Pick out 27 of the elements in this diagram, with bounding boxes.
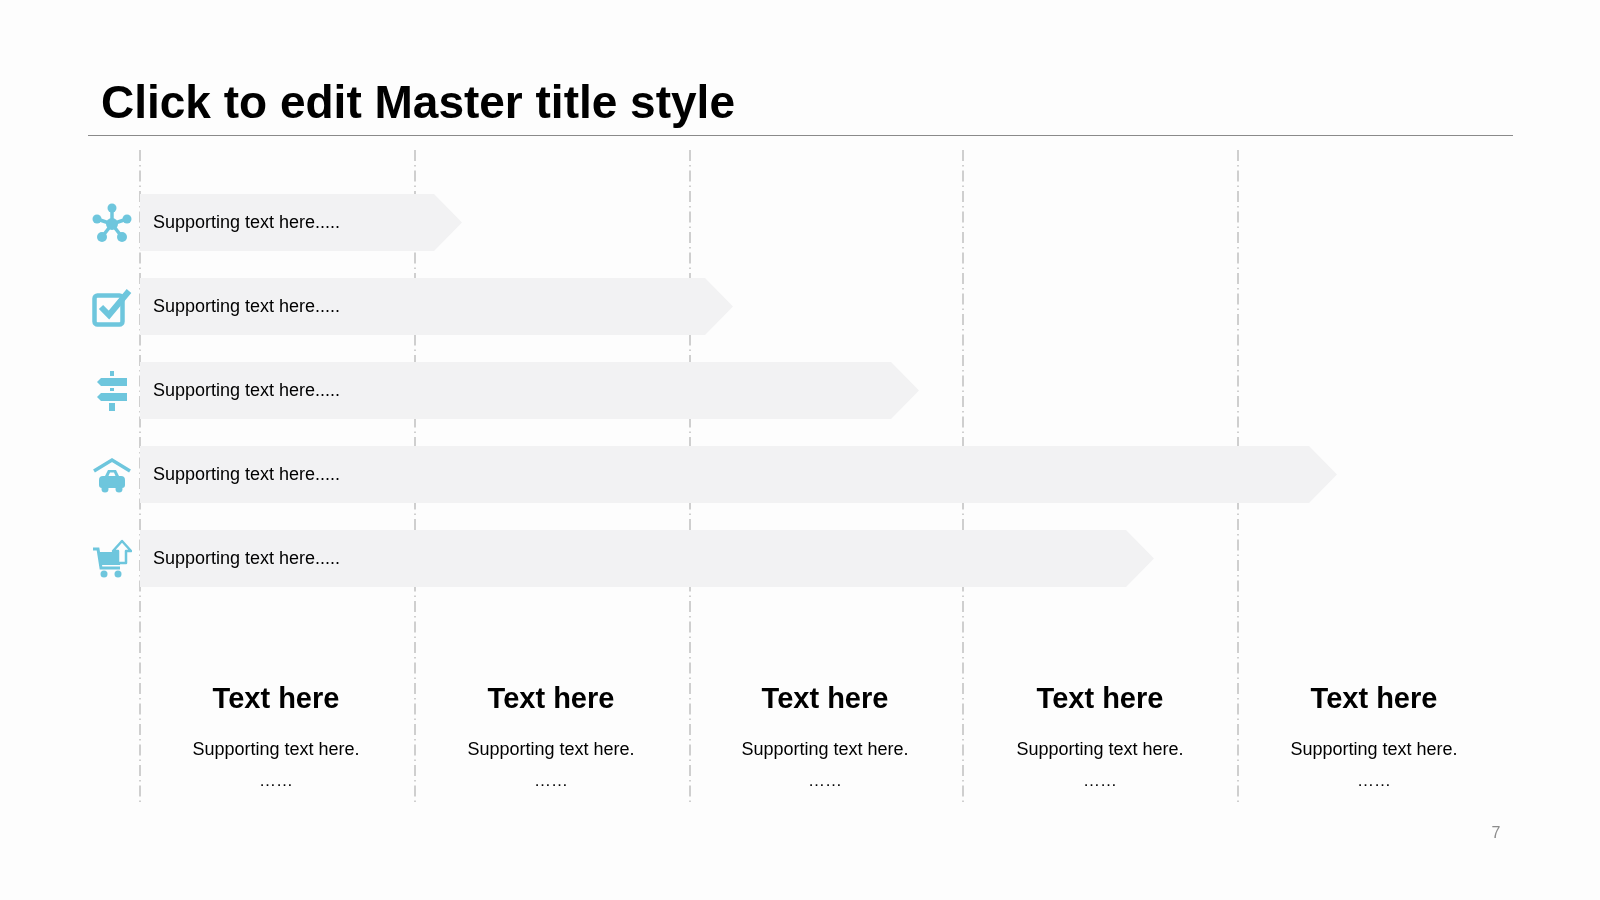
- arrow-bar: [140, 362, 919, 419]
- bar-text: Supporting text here.....: [153, 547, 341, 570]
- arrow-bar: [140, 194, 462, 251]
- column-heading: Text here: [761, 680, 889, 716]
- ellipsis-text: ……: [808, 770, 842, 792]
- column-heading: Text here: [1310, 680, 1438, 716]
- bar-text: Supporting text here.....: [153, 463, 341, 486]
- ellipsis-text: ……: [259, 770, 293, 792]
- ellipsis-text: ……: [1357, 770, 1391, 792]
- column-text: Supporting text here.: [192, 739, 360, 761]
- bar-text: Supporting text here.....: [153, 379, 341, 402]
- column-text: Supporting text here.: [1016, 739, 1184, 761]
- column-heading: Text here: [1036, 680, 1164, 716]
- column-text: Supporting text here.: [1290, 739, 1458, 761]
- page-number: 7: [1491, 823, 1501, 843]
- column-text: Supporting text here.: [741, 739, 909, 761]
- arrow-bar: [140, 278, 733, 335]
- ellipsis-text: ……: [1083, 770, 1117, 792]
- bar-text: Supporting text here.....: [153, 295, 341, 318]
- ellipsis-text: ……: [534, 770, 568, 792]
- arrow-bar: [140, 446, 1337, 503]
- arrow-bar: [140, 530, 1154, 587]
- column-text: Supporting text here.: [467, 739, 635, 761]
- column-heading: Text here: [212, 680, 340, 716]
- bar-text: Supporting text here.....: [153, 211, 341, 234]
- column-heading: Text here: [487, 680, 615, 716]
- slide-title: Click to edit Master title style: [101, 75, 735, 130]
